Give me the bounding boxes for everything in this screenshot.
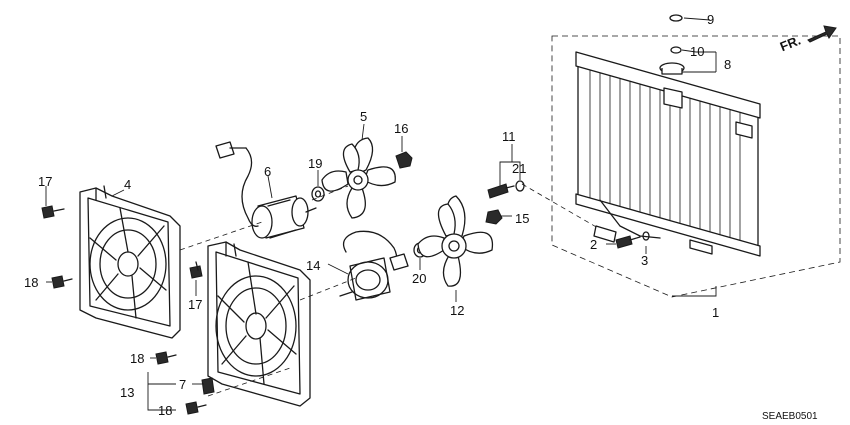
callout-5: 5 xyxy=(360,109,367,124)
callout-10: 10 xyxy=(690,44,704,59)
callout-7: 7 xyxy=(179,377,186,392)
callout-3: 3 xyxy=(641,253,648,268)
callout-8: 8 xyxy=(724,57,731,72)
callout-17: 17 xyxy=(38,174,52,189)
o-ring[interactable] xyxy=(669,14,683,22)
fan-motor[interactable] xyxy=(339,230,409,301)
fan-blade[interactable] xyxy=(321,137,396,219)
radiator[interactable] xyxy=(575,51,761,257)
callout-21: 21 xyxy=(512,161,526,176)
front-direction-indicator: FR. xyxy=(778,25,837,54)
radiator-dashed-boundary xyxy=(551,35,841,298)
callout-11: 11 xyxy=(502,129,516,144)
fan-shroud[interactable] xyxy=(79,185,181,339)
callout-14: 14 xyxy=(306,258,320,273)
switch-o-ring[interactable] xyxy=(515,180,525,192)
fan-nut[interactable] xyxy=(485,209,503,225)
callout-13: 13 xyxy=(120,385,134,400)
water-temp-switch[interactable] xyxy=(487,183,515,199)
callout-18: 18 xyxy=(130,351,144,366)
callout-9: 9 xyxy=(707,12,714,27)
shroud-bolt[interactable] xyxy=(201,377,215,395)
diagram-code: SEAEB0501 xyxy=(762,411,818,422)
shroud-bolt[interactable] xyxy=(185,401,207,415)
flange-bolt[interactable] xyxy=(189,261,203,279)
fan-nut[interactable] xyxy=(395,151,413,169)
fan-blade[interactable] xyxy=(417,195,494,287)
leader-lines xyxy=(45,17,717,411)
callout-12: 12 xyxy=(450,303,464,318)
shroud-bolt[interactable] xyxy=(155,351,177,365)
callout-18: 18 xyxy=(158,403,172,418)
radiator-cap[interactable] xyxy=(659,62,685,75)
callout-15: 15 xyxy=(515,211,529,226)
callout-20: 20 xyxy=(412,271,426,286)
callout-2: 2 xyxy=(590,237,597,252)
fan-shroud[interactable] xyxy=(207,241,311,407)
drain-plug-o-ring[interactable] xyxy=(642,231,650,241)
callout-4: 4 xyxy=(124,177,131,192)
front-arrow-icon xyxy=(807,25,837,43)
collar[interactable] xyxy=(311,186,325,202)
callout-1: 1 xyxy=(712,305,719,320)
drain-plug[interactable] xyxy=(615,235,641,249)
radiator-group xyxy=(551,14,841,298)
callout-17: 17 xyxy=(188,297,202,312)
callout-18: 18 xyxy=(24,275,38,290)
callout-19: 19 xyxy=(308,156,322,171)
callout-numbers: 1 2 3 4 5 6 7 8 9 10 11 12 13 14 15 16 1… xyxy=(24,12,731,418)
front-direction-label: FR. xyxy=(778,32,803,54)
fan-motor[interactable] xyxy=(215,141,317,239)
callout-16: 16 xyxy=(394,121,408,136)
shroud-bolt[interactable] xyxy=(51,275,73,289)
radiator-cap-seal[interactable] xyxy=(670,46,682,54)
callout-6: 6 xyxy=(264,164,271,179)
flange-bolt[interactable] xyxy=(41,205,65,219)
